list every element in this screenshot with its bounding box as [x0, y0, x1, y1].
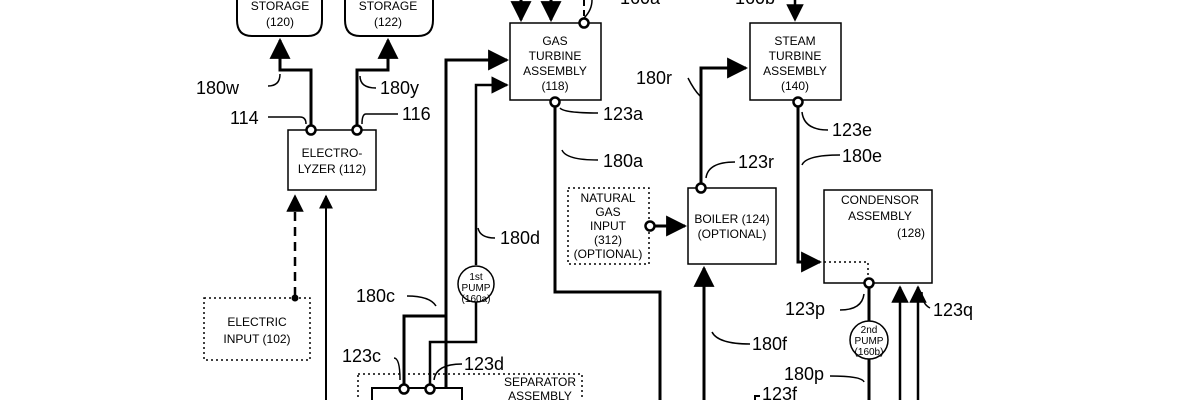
- pump-2-label-1: 2nd: [861, 325, 878, 336]
- ref-160a-top: 160a: [620, 0, 661, 8]
- ref-123d: 123d: [464, 354, 504, 374]
- ref-123r: 123r: [738, 152, 774, 172]
- ref-180f: 180f: [752, 334, 788, 354]
- ref-116: 116: [402, 104, 431, 124]
- port-116: [351, 124, 363, 136]
- condensor-box: CONDENSOR ASSEMBLY (128): [823, 189, 933, 284]
- ref-160b-top: 160b: [735, 0, 775, 8]
- storage-122-label: STORAGE: [359, 0, 417, 13]
- port-123d: [424, 383, 436, 395]
- storage-122-number: (122): [374, 15, 402, 29]
- natural-gas-label-5: (OPTIONAL): [574, 247, 643, 261]
- condensor-label-3: (128): [897, 226, 925, 240]
- port-123a: [549, 96, 561, 108]
- port-123p: [863, 277, 875, 289]
- natural-gas-port: [644, 220, 656, 232]
- ref-180p: 180p: [784, 364, 824, 384]
- electrolyzer-box: ELECTRO- LYZER (112): [287, 129, 377, 191]
- ref-123q: 123q: [933, 300, 973, 320]
- ref-180r: 180r: [636, 68, 672, 88]
- separator-label-2: ASSEMBLY: [508, 389, 572, 400]
- ref-123c: 123c: [342, 346, 381, 366]
- line-180y: [355, 37, 399, 130]
- electrolyzer-label-1: ELECTRO-: [302, 146, 363, 160]
- ref-123f: 123f: [762, 384, 798, 400]
- line-180a: [553, 100, 662, 400]
- port-123r: [695, 182, 707, 194]
- line-180c: [444, 49, 510, 400]
- gas-turbine-label-1: GAS: [542, 34, 567, 48]
- electrolyzer-label-2: LYZER (112): [298, 162, 366, 176]
- boiler-label-1: BOILER (124): [694, 212, 769, 226]
- natural-gas-label-3: INPUT: [590, 219, 627, 233]
- line-180w: [269, 37, 313, 130]
- gas-turbine-label-4: (118): [541, 79, 568, 93]
- ref-180y: 180y: [380, 78, 419, 98]
- pump-1: 1st PUMP (160a): [457, 265, 495, 305]
- ref-180a: 180a: [603, 151, 644, 171]
- line-180r: [699, 57, 749, 188]
- condensor-label-2: ASSEMBLY: [848, 209, 912, 223]
- pump-1-label-3: (160a): [462, 294, 491, 305]
- pump-2: 2nd PUMP (160b): [849, 320, 889, 360]
- steam-turbine-label-1: STEAM: [774, 34, 815, 48]
- electric-input-box: ELECTRIC INPUT (102): [203, 297, 311, 361]
- storage-120-number: (120): [266, 15, 294, 29]
- steam-turbine-label-4: (140): [781, 79, 809, 93]
- gas-turbine-label-3: ASSEMBLY: [523, 64, 587, 78]
- port-123c: [398, 383, 410, 395]
- natural-gas-input-box: NATURAL GAS INPUT (312) (OPTIONAL): [567, 187, 650, 265]
- steam-turbine-label-3: ASSEMBLY: [763, 64, 827, 78]
- gas-turbine-label-2: TURBINE: [529, 49, 582, 63]
- separator-inner: [371, 387, 463, 400]
- pump-2-label-2: PUMP: [855, 336, 884, 347]
- boiler-label-2: (OPTIONAL): [698, 227, 767, 241]
- steam-turbine-box: STEAM TURBINE ASSEMBLY (140): [749, 22, 842, 101]
- line-180d: [474, 76, 509, 265]
- separator-out-c: [402, 314, 446, 388]
- pump-1-label-2: PUMP: [462, 283, 491, 294]
- natural-gas-label-4: (312): [594, 233, 622, 247]
- port-114: [305, 124, 317, 136]
- boiler-box: BOILER (124) (OPTIONAL): [687, 187, 777, 265]
- ref-123a: 123a: [603, 104, 644, 124]
- line-180e: [796, 100, 823, 273]
- electric-port: [291, 294, 299, 302]
- storage-122: STORAGE (122): [344, 0, 434, 37]
- ref-180e: 180e: [842, 146, 882, 166]
- condensor-label-1: CONDENSOR: [841, 193, 919, 207]
- separator-label-1: SEPARATOR: [504, 375, 576, 389]
- ref-114: 114: [230, 108, 259, 128]
- natural-gas-label-1: NATURAL: [580, 191, 635, 205]
- pump-1-label-1: 1st: [469, 272, 483, 283]
- ref-180c: 180c: [356, 286, 395, 306]
- separator-outline: [357, 373, 583, 400]
- electric-input-label-2: INPUT (102): [223, 332, 290, 346]
- steam-turbine-label-2: TURBINE: [769, 49, 822, 63]
- ref-123p: 123p: [785, 299, 825, 319]
- storage-120: STORAGE (120): [236, 0, 323, 37]
- natural-gas-label-2: GAS: [595, 205, 620, 219]
- ref-180w: 180w: [196, 78, 240, 98]
- port-123e: [792, 96, 804, 108]
- pump-2-label-3: (160b): [855, 347, 884, 358]
- reference-labels: [267, 73, 931, 383]
- electric-input-label-1: ELECTRIC: [227, 315, 287, 329]
- separator-out-d: [428, 300, 478, 388]
- ref-123e: 123e: [832, 120, 872, 140]
- gas-turbine-port-top: [578, 17, 590, 29]
- gas-turbine-box: GAS TURBINE ASSEMBLY (118): [509, 22, 602, 101]
- ref-180d: 180d: [500, 228, 540, 248]
- storage-120-label: STORAGE: [251, 0, 309, 13]
